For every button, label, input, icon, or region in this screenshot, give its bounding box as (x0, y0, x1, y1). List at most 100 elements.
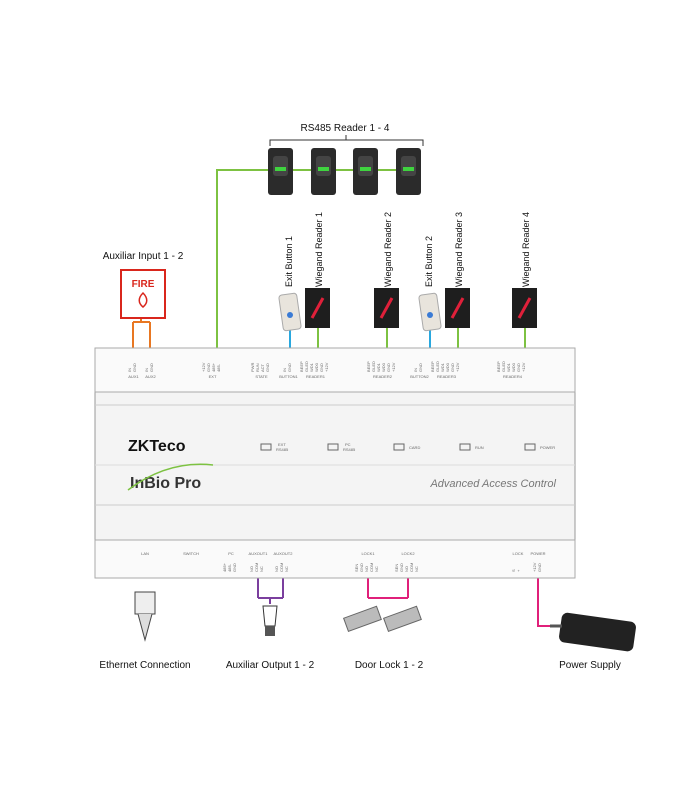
terminal-pin-label: S (511, 569, 516, 572)
terminal-pin-label: 485- (216, 363, 221, 372)
terminal-pin-label: +12V (324, 362, 329, 372)
label-ethernet: Ethernet Connection (99, 660, 190, 671)
terminal-pin-label: GND (287, 363, 292, 372)
terminal-group-label: SWITCH (183, 551, 199, 556)
terminal-pin-label: WD1 (376, 362, 381, 372)
terminal-pin-label: GND (232, 563, 237, 572)
terminal-group-label: POWER (530, 551, 545, 556)
label-power-supply: Power Supply (559, 660, 621, 671)
terminal-pin-label: COM (279, 563, 284, 572)
terminal-group-label: LAN (141, 551, 149, 556)
terminal-pin-label: +12V (201, 362, 206, 372)
exit-button-icon (418, 292, 442, 332)
terminal-group-label: BUTTON1 (279, 374, 298, 379)
wires (132, 169, 550, 627)
terminal-pin-label: GLED (501, 361, 506, 372)
tagline: Advanced Access Control (429, 478, 556, 490)
terminal-pin-label: GND (399, 563, 404, 572)
aux-input-title: Auxiliar Input 1 - 2 (103, 251, 184, 262)
label-aux-output: Auxiliar Output 1 - 2 (226, 660, 315, 671)
terminal-pin-label: +12V (455, 362, 460, 372)
terminal-pin-label: GND (206, 363, 211, 372)
lock-wires (367, 578, 409, 599)
fingerprint-reader-3 (353, 148, 378, 195)
label-wiegand-reader-4: Wiegand Reader 4 (521, 212, 531, 287)
terminal-pin-label: SEN (354, 564, 359, 572)
terminal-pin-label: 485- (227, 563, 232, 572)
terminal-pin-label: GND (132, 363, 137, 372)
terminal-pin-label: NC (414, 566, 419, 572)
terminal-pin-label: GLED (435, 361, 440, 372)
terminal-pin-label: GND (418, 363, 423, 372)
terminal-pin-label: WD1 (440, 362, 445, 372)
top-device-labels: Exit Button 1 Wiegand Reader 1 Wiegand R… (284, 212, 531, 287)
terminal-pin-label: BEEP (299, 361, 304, 372)
terminal-pin-label: COM (409, 563, 414, 572)
led-pc-label2: RS485 (343, 447, 356, 452)
terminal-pin-label: IN (144, 368, 149, 372)
fingerprint-reader-1 (268, 148, 293, 195)
led-ext-label2: RS485 (276, 447, 289, 452)
terminal-pin-label: GND (516, 363, 521, 372)
terminal-group-label: AUXOUT1 (249, 551, 269, 556)
terminal-group-label: BUTTON2 (410, 374, 429, 379)
terminal-pin-label: GND (386, 363, 391, 372)
fire-text: FIRE (132, 279, 155, 290)
terminal-pin-label: WD0 (381, 362, 386, 372)
terminal-pin-label: ACT (260, 363, 265, 372)
led-run-label: RUN (475, 445, 484, 450)
label-exit-button-2: Exit Button 2 (424, 236, 434, 287)
label-wiegand-reader-2: Wiegand Reader 2 (383, 212, 393, 287)
aux-output-wires (257, 578, 284, 604)
label-wiegand-reader-1: Wiegand Reader 1 (314, 212, 324, 287)
terminal-pin-label: + (516, 569, 521, 572)
wiegand-wires (317, 328, 526, 350)
terminal-pin-label: GND (265, 363, 270, 372)
terminal-pin-label: WD1 (309, 362, 314, 372)
terminal-pin-label: +12V (521, 362, 526, 372)
terminal-pin-label: COM (369, 563, 374, 572)
terminal-pin-label: IN (413, 368, 418, 372)
terminal-pin-label: 485+ (222, 562, 227, 572)
terminal-pin-label: BEEP (366, 361, 371, 372)
terminal-pin-label: GND (450, 363, 455, 372)
terminal-pin-label: IN (282, 368, 287, 372)
terminal-pin-label: WD0 (314, 362, 319, 372)
label-door-lock: Door Lock 1 - 2 (355, 660, 424, 671)
inbio-pro-logo: InBio Pro (130, 475, 201, 492)
terminal-pin-label: BEEP (430, 361, 435, 372)
terminal-pin-label: IN (127, 368, 132, 372)
terminal-pin-label: 485+ (211, 362, 216, 372)
terminal-pin-label: COM (254, 563, 259, 572)
led-power-label: POWER (540, 445, 555, 450)
logo-swoosh (127, 463, 214, 491)
led-ext-label: EXT (278, 442, 286, 447)
fire-alarm-icon: FIRE (120, 269, 166, 319)
terminal-pin-label: GLED (304, 361, 309, 372)
rs485-bracket (269, 135, 424, 146)
terminal-pin-label: +12V (391, 362, 396, 372)
fingerprint-reader-2 (311, 148, 336, 195)
label-exit-button-1: Exit Button 1 (284, 236, 294, 287)
terminal-pin-label: BEEP (496, 361, 501, 372)
terminal-pin-label: WD1 (506, 362, 511, 372)
wiegand-reader-icons (305, 286, 539, 330)
led-pc-label: PC (345, 442, 351, 447)
ethernet-plug-icon (134, 591, 156, 642)
terminal-pin-label: NO (364, 566, 369, 572)
terminal-pin-label: NC (284, 566, 289, 572)
terminal-group-label: READER1 (306, 374, 326, 379)
terminal-pin-label: GND (359, 563, 364, 572)
terminal-pin-label: WD0 (445, 362, 450, 372)
door-lock-icons (342, 605, 422, 633)
terminal-group-label: EXT (209, 374, 217, 379)
terminal-group-label: STATE (255, 374, 268, 379)
exit-button-icon (278, 292, 302, 332)
terminal-pin-label: NO (404, 566, 409, 572)
terminal-pin-label: NO (274, 566, 279, 572)
terminal-pin-label: GLED (371, 361, 376, 372)
terminal-pin-label: GND (537, 563, 542, 572)
terminal-pin-label: RUN (255, 363, 260, 372)
